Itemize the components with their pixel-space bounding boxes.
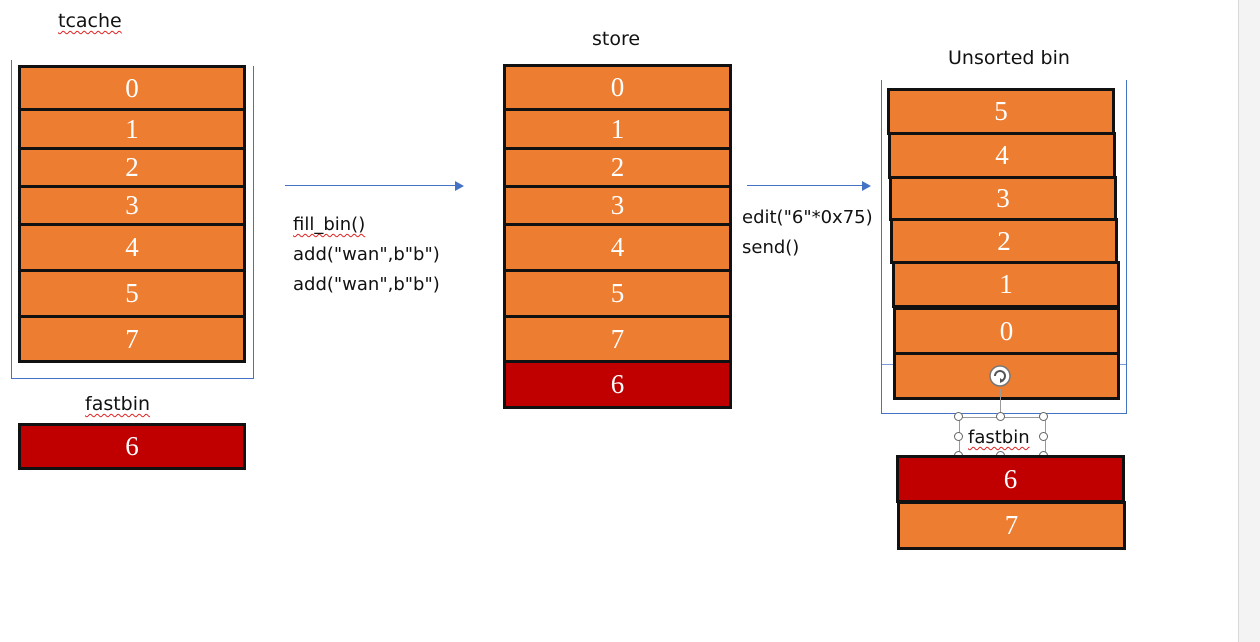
tcache-chunk: 1: [18, 108, 246, 150]
store-chunk: 1: [503, 108, 732, 150]
unsorted-chunk: 3: [889, 176, 1117, 221]
tcache-chunk: 0: [18, 65, 246, 111]
tcache-bracket-left: [11, 60, 12, 378]
tcache-bracket-bottom: [11, 378, 254, 379]
resize-handle[interactable]: [1039, 432, 1048, 441]
unsorted-chunk-empty: [893, 352, 1120, 400]
resize-handle[interactable]: [1039, 412, 1048, 421]
tcache-title: tcache: [58, 10, 122, 32]
unsorted-bin-title: Unsorted bin: [948, 47, 1070, 69]
unsorted-chunk: 5: [887, 88, 1115, 135]
fastbin-right-title[interactable]: fastbin: [968, 427, 1030, 448]
store-chunk: 4: [503, 223, 732, 272]
command-edit: edit("6"*0x75): [742, 207, 873, 228]
unsorted-bracket-right: [1126, 80, 1127, 413]
tcache-chunk: 2: [18, 147, 246, 188]
tcache-chunk: 5: [18, 269, 246, 318]
command-list: fill_bin() add("wan",b"b") add("wan",b"b…: [293, 210, 440, 300]
store-chunk: 0: [503, 64, 732, 111]
command-add-2: add("wan",b"b"): [293, 274, 440, 295]
command-fill-bin: fill_bin(): [293, 214, 366, 235]
resize-handle[interactable]: [996, 412, 1005, 421]
store-chunk: 2: [503, 147, 732, 188]
resize-handle[interactable]: [954, 412, 963, 421]
fastbin-left-chunk: 6: [18, 423, 246, 470]
fastbin-right-chunk: 6: [896, 455, 1125, 503]
unsorted-chunk: 0: [893, 307, 1120, 355]
store-chunk: 3: [503, 185, 732, 226]
unsorted-bracket-left: [881, 80, 882, 413]
command-add-1: add("wan",b"b"): [293, 244, 440, 265]
command-send: send(): [742, 237, 800, 258]
resize-handle[interactable]: [954, 432, 963, 441]
arrow-to-unsorted: [747, 181, 871, 191]
rotate-handle-stem: [1000, 389, 1001, 417]
tcache-bracket-right: [253, 66, 254, 378]
tcache-chunk: 4: [18, 223, 246, 272]
unsorted-chunk: 4: [888, 132, 1116, 179]
unsorted-chunk: 2: [890, 218, 1118, 264]
tcache-chunk: 3: [18, 185, 246, 226]
rotate-icon[interactable]: [987, 363, 1013, 389]
arrow-to-store: [285, 181, 464, 191]
page-edge: [1238, 0, 1260, 642]
store-chunk: 5: [503, 269, 732, 318]
edit-command-list: edit("6"*0x75) send(): [742, 203, 873, 263]
unsorted-chunk: 1: [892, 261, 1120, 308]
fastbin-right-chunk: 7: [897, 501, 1126, 550]
store-chunk-freed: 6: [503, 360, 732, 409]
fastbin-left-title: fastbin: [85, 393, 151, 415]
store-title: store: [592, 28, 641, 50]
tcache-chunk: 7: [18, 315, 246, 363]
store-chunk: 7: [503, 315, 732, 363]
